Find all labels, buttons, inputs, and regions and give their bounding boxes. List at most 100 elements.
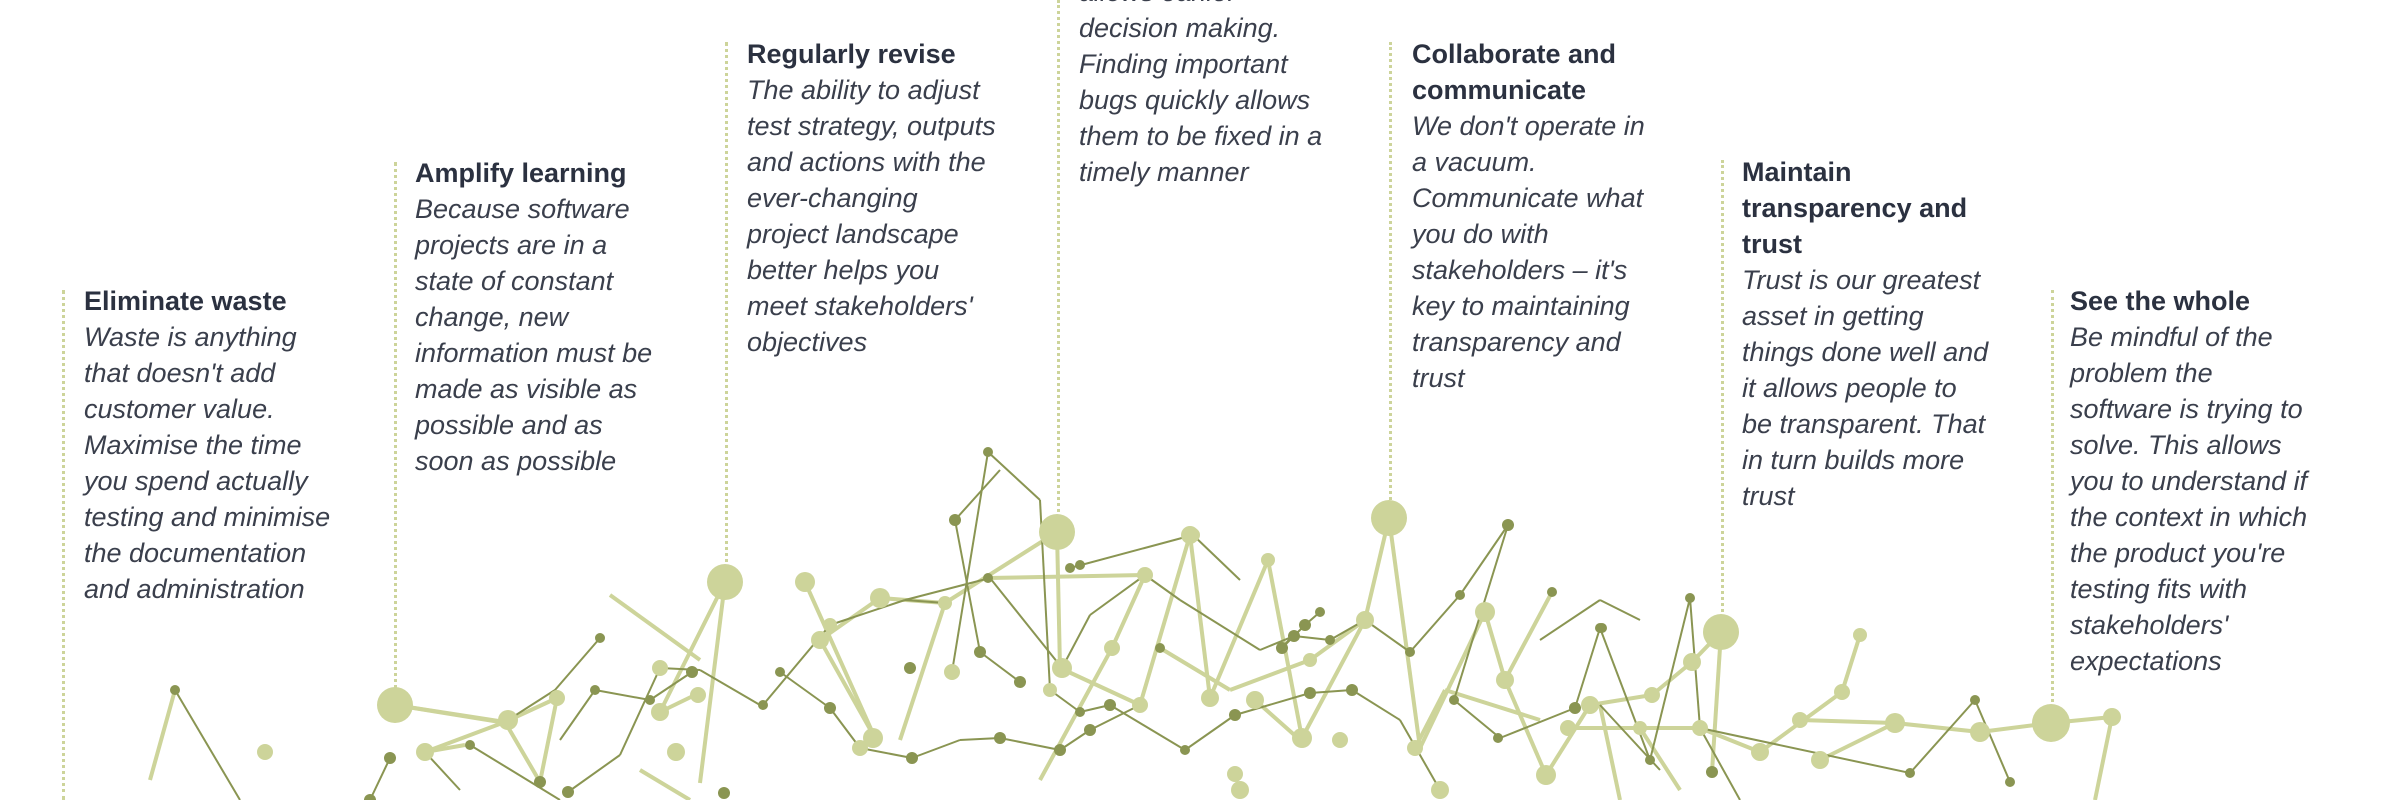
network-node	[718, 787, 730, 799]
network-edge	[1179, 599, 1261, 651]
network-node	[870, 588, 890, 608]
network-edge	[1544, 703, 1592, 777]
network-node	[1792, 712, 1808, 728]
principle-title: Amplify learning	[415, 158, 627, 188]
network-edge	[951, 451, 989, 673]
network-node	[1644, 687, 1660, 703]
network-edge	[1387, 517, 1422, 749]
network-node	[590, 685, 600, 695]
network-node	[1569, 702, 1581, 714]
network-node	[1043, 683, 1057, 697]
network-node	[1685, 593, 1695, 603]
network-node	[852, 740, 868, 756]
network-edge	[1059, 666, 1141, 707]
divider-eliminate-waste	[62, 290, 65, 800]
network-node	[823, 618, 837, 632]
divider-collaborate	[1389, 42, 1392, 517]
network-edge	[1192, 534, 1241, 581]
network-node	[938, 596, 952, 610]
network-edge	[979, 651, 1021, 683]
network-edge	[649, 671, 693, 701]
network-edge	[1819, 721, 1896, 762]
network-node	[1155, 643, 1165, 653]
network-node	[1229, 709, 1241, 721]
network-node	[1431, 781, 1449, 799]
network-node	[686, 666, 698, 678]
network-node	[1885, 713, 1905, 733]
divider-amplify-learning	[394, 162, 397, 702]
principle-see-the-whole: See the whole Be mindful of the problem …	[2070, 283, 2320, 679]
network-edge	[698, 581, 727, 784]
network-node	[795, 572, 815, 592]
network-node	[1455, 590, 1465, 600]
network-node	[1084, 724, 1096, 736]
divider-see-whole	[2051, 290, 2054, 720]
network-node	[652, 660, 668, 676]
network-edge	[638, 768, 692, 800]
network-edge	[1503, 591, 1554, 681]
network-node	[1288, 630, 1300, 642]
network-node	[690, 687, 706, 703]
principle-title: Maintain transparency and trust	[1742, 157, 1968, 259]
network-edge	[987, 573, 1146, 580]
principle-title: Collaborate and communicate	[1412, 39, 1617, 105]
network-edge	[424, 720, 506, 754]
network-node	[1706, 766, 1718, 778]
network-edge	[829, 707, 861, 749]
network-edge	[1069, 534, 1194, 569]
network-node	[1581, 696, 1599, 714]
network-edge	[1710, 631, 1723, 773]
network-node	[1065, 563, 1075, 573]
network-edge	[1894, 721, 1981, 734]
network-edge	[594, 689, 651, 701]
network-edge	[1413, 689, 1447, 749]
principle-description: Because software projects are in a state…	[415, 194, 653, 476]
network-node	[1075, 707, 1085, 717]
network-node	[1371, 500, 1407, 536]
network-edge	[1909, 699, 1976, 774]
network-edge	[2093, 716, 2114, 800]
network-node	[364, 794, 376, 800]
network-edge	[803, 581, 877, 739]
network-node	[1231, 781, 1249, 799]
network-node	[562, 786, 574, 798]
network-node	[1692, 720, 1708, 736]
network-node	[1332, 732, 1348, 748]
network-edge	[1539, 599, 1601, 641]
network-node	[983, 573, 993, 583]
network-edge	[1055, 531, 1062, 669]
network-edge	[658, 581, 727, 713]
network-edge	[538, 697, 559, 783]
network-node	[1104, 699, 1116, 711]
network-edge	[369, 757, 391, 800]
network-edge	[469, 744, 561, 800]
network-edge	[174, 689, 241, 800]
network-edge	[1799, 718, 1896, 725]
network-node	[1246, 691, 1264, 709]
principle-title: Eliminate waste	[84, 286, 287, 316]
principle-amplify-learning: Amplify learning Because software projec…	[415, 155, 665, 479]
principle-title: See the whole	[2070, 286, 2251, 316]
network-node	[1137, 567, 1153, 583]
network-edge	[818, 639, 877, 739]
network-edge	[959, 737, 1001, 741]
network-edge	[1574, 627, 1601, 709]
network-edge	[1699, 727, 1741, 800]
network-node	[1834, 684, 1850, 700]
network-node	[1905, 768, 1915, 778]
network-node	[2032, 704, 2070, 742]
network-edge	[1208, 559, 1270, 699]
network-node	[758, 700, 768, 710]
network-node	[1645, 755, 1655, 765]
principle-collaborate-communicate: Collaborate and communicate We don't ope…	[1412, 36, 1662, 396]
network-node	[1356, 611, 1374, 629]
network-node	[1132, 697, 1148, 713]
network-node	[1502, 519, 1514, 531]
principle-regularly-revise: Regularly revise The ability to adjust t…	[747, 36, 997, 360]
network-edge	[1974, 699, 2011, 783]
network-edge	[1059, 729, 1091, 751]
network-edge	[554, 637, 601, 691]
network-edge	[699, 669, 761, 706]
network-edge	[1638, 726, 1682, 792]
